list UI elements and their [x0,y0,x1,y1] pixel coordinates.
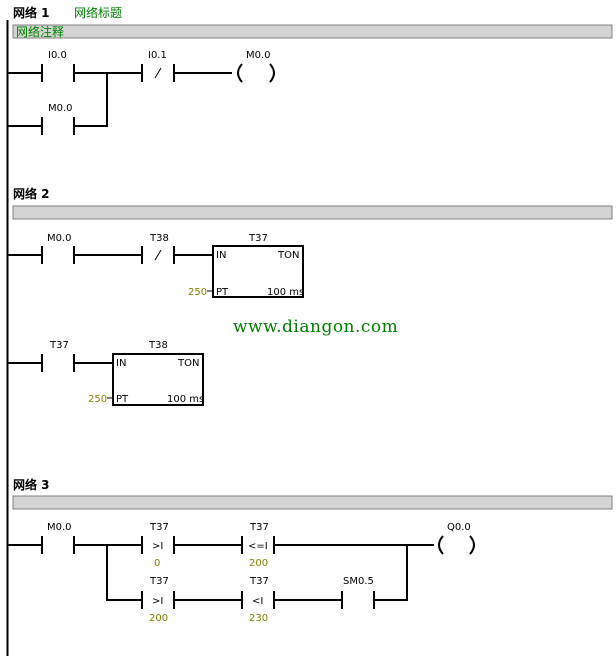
contact-t37[interactable] [41,354,75,372]
network-1-header[interactable]: 网络 1 [13,5,50,20]
contact-i0-1-nc[interactable] [141,64,175,82]
compare-4-value[interactable]: 230 [249,613,268,624]
timer-t38-name: T38 [148,340,168,351]
contact-i0-0-label: I0.0 [48,50,67,61]
network-2-comment-bar[interactable] [12,205,613,220]
coil-q0-0[interactable] [438,535,475,555]
timer-t38-in: IN [116,358,126,369]
network-1-comment: 网络注释 [16,24,64,39]
compare-2-name: T37 [249,522,269,533]
compare-4-op: <I [252,596,263,607]
contact-sm0-5[interactable] [341,591,375,609]
network-1-title[interactable]: 网络标题 [74,5,122,20]
compare-1-value[interactable]: 0 [154,558,160,569]
contact-t38-nc[interactable] [141,246,175,264]
network-1-comment-bar[interactable] [12,24,613,39]
contact-i0-0[interactable] [41,64,75,82]
contact-m0-0-n3[interactable] [41,536,75,554]
timer-t38-preset[interactable]: 250 [88,394,107,405]
timer-t37-res: 100 ms [267,287,304,298]
contact-m0-0-n2[interactable] [41,246,75,264]
network-2-header[interactable]: 网络 2 [13,186,50,201]
compare-1-op: >I [152,541,163,552]
compare-3-op: >I [152,596,163,607]
timer-t37-name: T37 [248,233,268,244]
compare-lt-t37-230[interactable] [241,591,275,609]
timer-t38-pt: PT [116,394,129,405]
contact-m0-0-branch[interactable] [41,117,75,135]
compare-gt-t37-0[interactable] [141,536,175,554]
watermark: www.diangon.com [233,317,398,337]
compare-3-value[interactable]: 200 [149,613,168,624]
contact-m0-0-branch-label: M0.0 [48,103,73,114]
compare-1-name: T37 [149,522,169,533]
network-3-header[interactable]: 网络 3 [13,477,50,492]
contact-sm0-5-label: SM0.5 [343,576,374,587]
compare-gt-t37-200[interactable] [141,591,175,609]
compare-2-op: <=I [248,541,268,552]
contact-i0-1-label: I0.1 [148,50,167,61]
compare-2-value[interactable]: 200 [249,558,268,569]
timer-t37-in: IN [216,250,226,261]
compare-le-t37-200[interactable] [241,536,275,554]
timer-t37-preset[interactable]: 250 [188,287,207,298]
compare-4-name: T37 [249,576,269,587]
timer-t38-res: 100 ms [167,394,204,405]
contact-m0-0-n2-label: M0.0 [47,233,72,244]
contact-t37-label: T37 [49,340,69,351]
coil-m0-0[interactable] [237,63,275,83]
coil-q0-0-label: Q0.0 [447,522,471,533]
timer-t37-type: TON [277,250,299,261]
network-3-comment-bar[interactable] [12,495,613,510]
timer-t38-box[interactable] [112,353,204,406]
timer-t37-pt: PT [216,287,229,298]
timer-t38-type: TON [177,358,199,369]
contact-m0-0-n3-label: M0.0 [47,522,72,533]
contact-t38-label: T38 [149,233,169,244]
timer-t37-box[interactable] [212,245,304,298]
coil-m0-0-label: M0.0 [246,50,271,61]
compare-3-name: T37 [149,576,169,587]
